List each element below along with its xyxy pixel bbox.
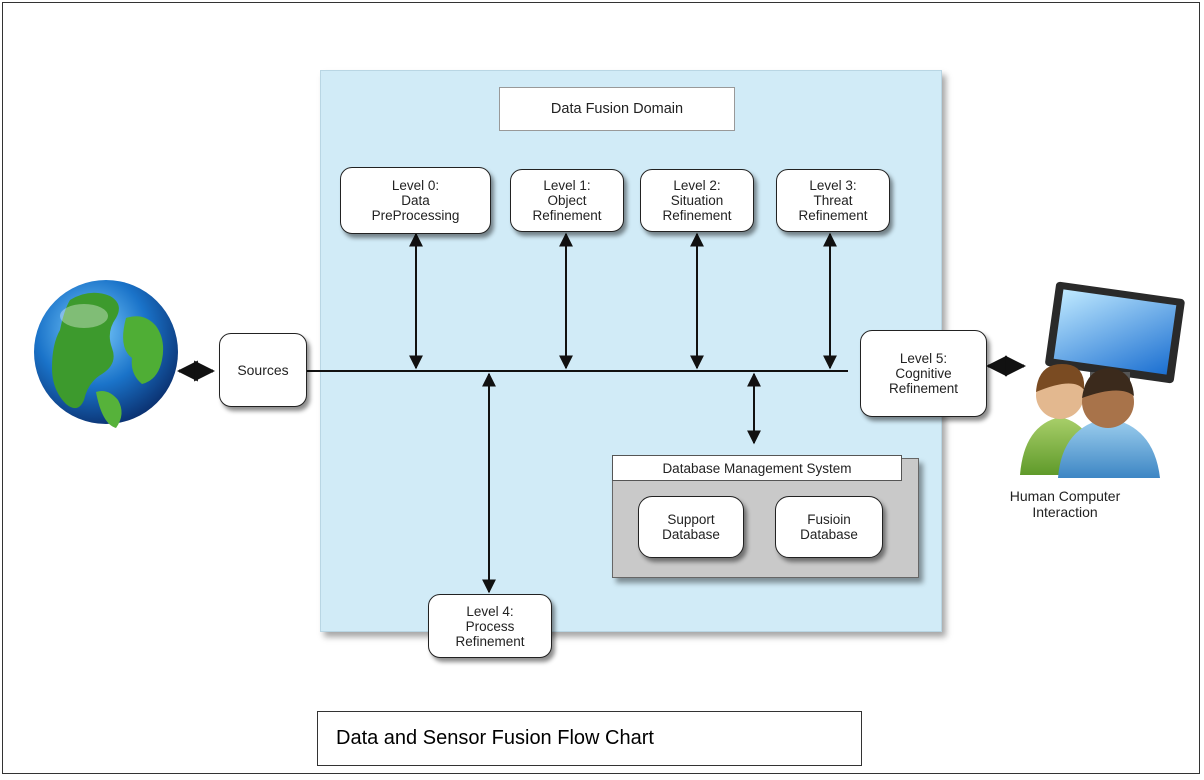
globe-icon xyxy=(34,280,178,428)
dbms-title: Database Management System xyxy=(612,455,902,481)
node-level4[interactable]: Level 4: Process Refinement xyxy=(428,594,552,658)
figure-caption: Data and Sensor Fusion Flow Chart xyxy=(317,711,862,766)
node-level3[interactable]: Level 3: Threat Refinement xyxy=(776,169,890,232)
users-computer-icon xyxy=(1020,281,1185,478)
node-level5[interactable]: Level 5: Cognitive Refinement xyxy=(860,330,987,417)
node-level0[interactable]: Level 0: Data PreProcessing xyxy=(340,167,491,234)
domain-title: Data Fusion Domain xyxy=(499,87,735,131)
node-level2[interactable]: Level 2: Situation Refinement xyxy=(640,169,754,232)
node-level1[interactable]: Level 1: Object Refinement xyxy=(510,169,624,232)
node-fusion-database[interactable]: Fusioin Database xyxy=(775,496,883,558)
node-sources[interactable]: Sources xyxy=(219,333,307,407)
node-support-database[interactable]: Support Database xyxy=(638,496,744,558)
hci-label: Human Computer Interaction xyxy=(1009,488,1121,520)
